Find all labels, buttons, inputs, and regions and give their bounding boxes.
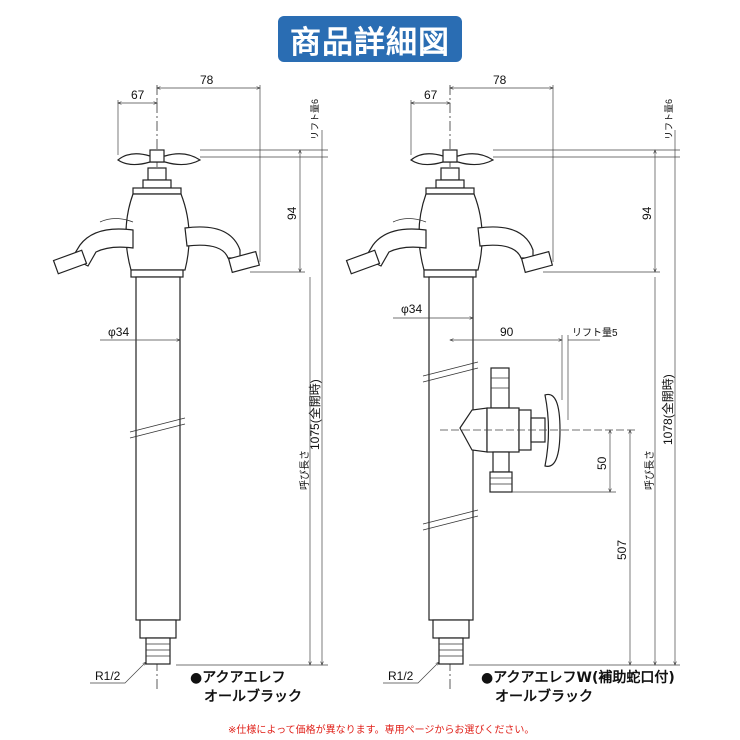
- pipe-diameter-left: φ34: [108, 325, 129, 339]
- page-title: 商品詳細図: [278, 16, 462, 62]
- thread-left: R1/2: [95, 669, 121, 683]
- pipe-diameter-right: φ34: [401, 302, 422, 316]
- sub-tap-height: 50: [595, 456, 609, 470]
- total-height-left: 1075(全開時): [307, 379, 322, 450]
- sub-tap: [459, 367, 561, 493]
- sub-tap-position: 507: [615, 540, 629, 560]
- caption-right-line2: オールブラック: [495, 689, 593, 705]
- dim-94-right: 94: [640, 206, 654, 220]
- thread-right: R1/2: [388, 669, 414, 683]
- caption-right: ●アクアエレフW(補助蛇口付) オールブラック: [481, 669, 675, 707]
- dim-94-left: 94: [285, 206, 299, 220]
- nominal-length-left: 呼び長さ: [299, 450, 311, 490]
- dim-67-right: 67: [424, 88, 438, 102]
- faucet-right: 67 78 94 リフト量6 1078(全開時) 呼び長さ φ34 90 リフト…: [345, 73, 680, 690]
- dim-67-left: 67: [131, 88, 145, 102]
- total-height-right: 1078(全開時): [660, 374, 675, 445]
- dim-78-left: 78: [200, 73, 214, 87]
- caption-left-line1: ●アクアエレフ: [190, 670, 286, 686]
- footer-note: ※仕様によって価格が異なります。専用ページからお選びください。: [228, 725, 535, 736]
- caption-left: ●アクアエレフ オールブラック: [190, 669, 302, 707]
- nominal-length-right: 呼び長さ: [644, 450, 656, 490]
- sub-tap-offset: 90: [500, 325, 514, 339]
- lift-left: リフト量6: [310, 99, 320, 140]
- lift-right: リフト量6: [664, 99, 674, 140]
- sub-tap-lift: リフト量5: [572, 327, 618, 339]
- faucet-left: 67 78 94 リフト量6 1075(全開時) 呼び長さ φ34 R1/2: [52, 73, 328, 690]
- caption-left-line2: オールブラック: [204, 689, 302, 705]
- dim-78-right: 78: [493, 73, 507, 87]
- caption-right-line1: ●アクアエレフW(補助蛇口付): [481, 670, 675, 686]
